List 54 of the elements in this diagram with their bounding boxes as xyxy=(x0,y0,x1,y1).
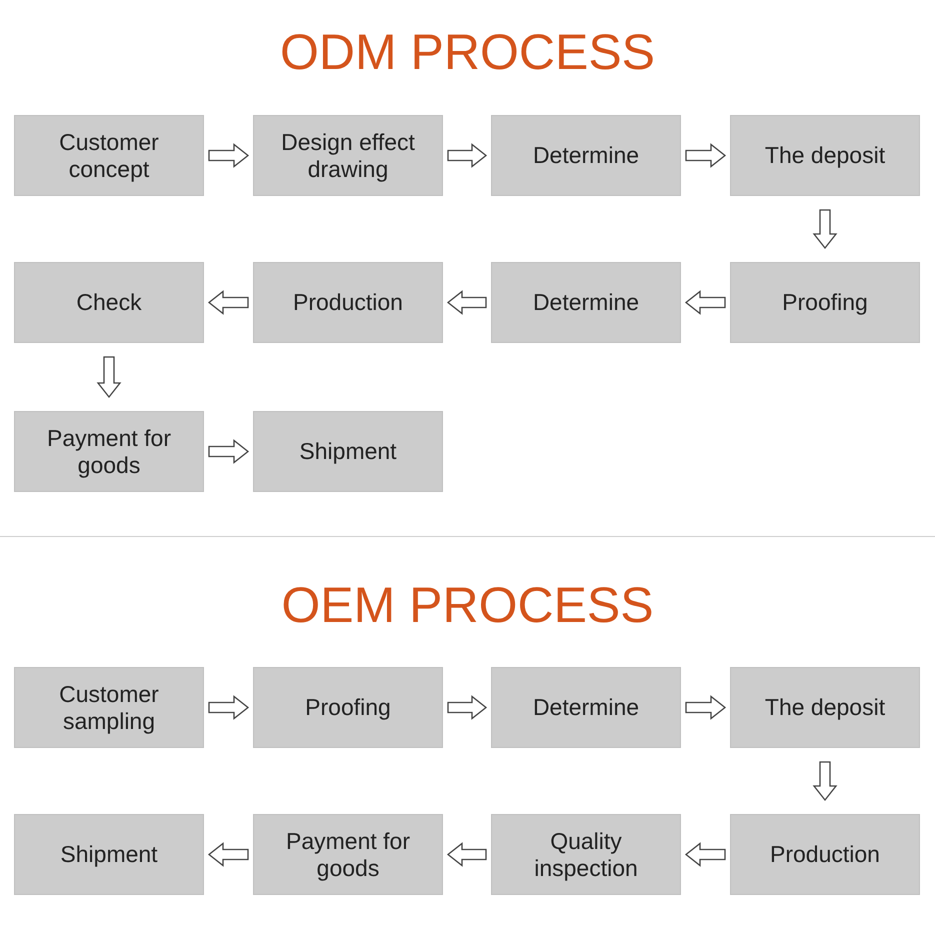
process-box xyxy=(730,115,920,196)
process-box xyxy=(730,814,920,895)
hollow-arrow xyxy=(684,290,726,315)
hollow-arrow xyxy=(208,842,249,867)
hollow-arrow xyxy=(446,842,487,867)
step-label: Customer concept xyxy=(58,128,160,182)
step-label: Proofing xyxy=(305,694,391,721)
process-box xyxy=(14,814,204,895)
process-box xyxy=(491,115,681,196)
step-label: Check xyxy=(76,289,142,316)
step-label: Shipment xyxy=(60,841,158,868)
hollow-arrow xyxy=(685,695,726,720)
process-box xyxy=(253,262,443,343)
hollow-arrow xyxy=(447,695,488,720)
process-box xyxy=(14,262,204,343)
step-label: The deposit xyxy=(764,694,886,721)
process-box xyxy=(14,115,204,196)
hollow-arrow xyxy=(812,761,838,802)
hollow-arrow xyxy=(208,143,250,168)
step-label: Determine xyxy=(532,694,640,721)
step-label: Quality inspection xyxy=(533,828,639,882)
process-box xyxy=(491,667,681,748)
hollow-arrow xyxy=(684,842,726,867)
step-label: Determine xyxy=(532,289,640,316)
step-label: The deposit xyxy=(764,142,886,169)
hollow-arrow xyxy=(447,143,488,168)
hollow-arrow xyxy=(685,143,726,168)
step-label: Shipment xyxy=(299,438,397,465)
step-label: Determine xyxy=(532,142,640,169)
process-box xyxy=(253,115,443,196)
step-label: Payment for goods xyxy=(46,424,172,478)
process-box xyxy=(14,411,204,492)
step-label: Production xyxy=(770,841,880,868)
hollow-arrow xyxy=(96,356,122,398)
hollow-arrow xyxy=(208,439,250,464)
hollow-arrow xyxy=(446,290,487,315)
step-label: Design effect drawing xyxy=(280,128,416,182)
step-label: Customer sampling xyxy=(58,680,160,734)
step-label: Production xyxy=(293,289,403,316)
section-title: ODM PROCESS xyxy=(278,23,656,82)
hollow-arrow xyxy=(812,209,838,250)
process-box xyxy=(491,814,681,895)
process-box xyxy=(491,262,681,343)
process-box xyxy=(253,814,443,895)
process-box xyxy=(253,411,443,492)
hollow-arrow xyxy=(208,290,249,315)
process-box xyxy=(14,667,204,748)
hollow-arrow xyxy=(208,695,250,720)
process-box xyxy=(730,262,920,343)
step-label: Proofing xyxy=(782,289,868,316)
section-title: OEM PROCESS xyxy=(280,576,655,635)
process-box xyxy=(730,667,920,748)
process-box xyxy=(253,667,443,748)
step-label: Payment for goods xyxy=(285,828,411,882)
